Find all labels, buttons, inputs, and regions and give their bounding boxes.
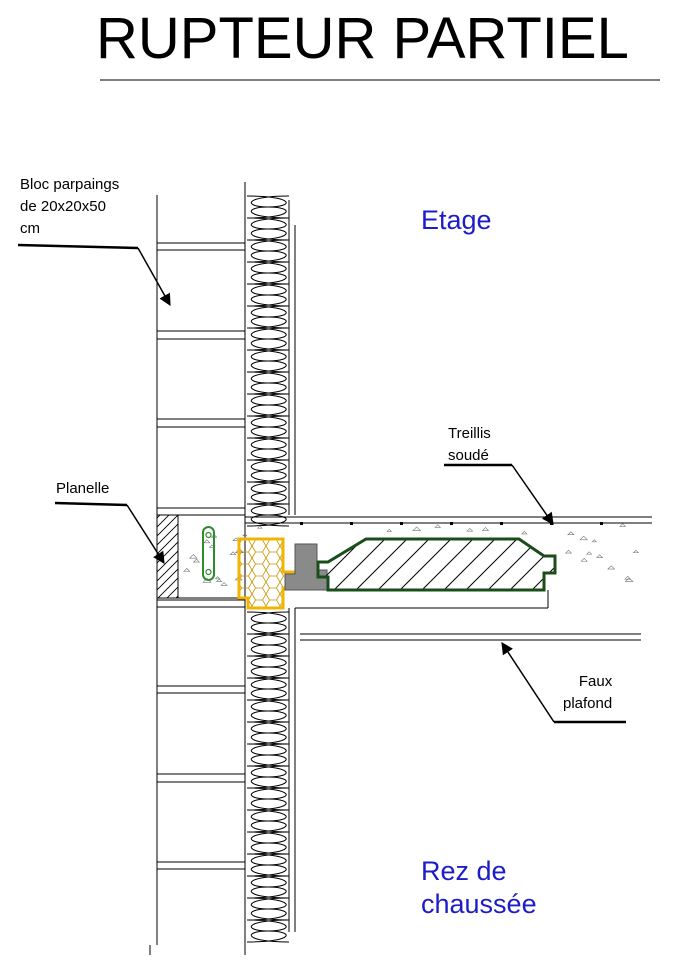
page-title: RUPTEUR PARTIEL xyxy=(96,6,629,71)
faux-plafond xyxy=(300,633,641,641)
rupteur-insulation xyxy=(237,537,297,610)
zone-rez-de-chaussee: Rez de chaussée xyxy=(421,856,537,919)
mortar-joints xyxy=(157,242,245,870)
label-faux-plafond: Faux plafond xyxy=(563,673,613,712)
leader-planelle xyxy=(54,501,165,565)
leader-bloc xyxy=(17,243,171,307)
precast-slab xyxy=(316,537,557,592)
leader-faux-plafond xyxy=(501,641,626,724)
wall-insulation xyxy=(246,195,290,943)
zone-etage: Etage xyxy=(421,205,492,235)
interior-lining xyxy=(288,200,296,932)
leader-treillis xyxy=(444,463,554,525)
label-planelle: Planelle xyxy=(56,480,110,497)
steel-connector xyxy=(202,526,215,581)
label-bloc-parpaings: Bloc parpaings de 20x20x50 cm xyxy=(20,176,120,237)
concrete-slab xyxy=(178,516,652,609)
label-treillis-soude: Treillis soudé xyxy=(448,425,491,464)
